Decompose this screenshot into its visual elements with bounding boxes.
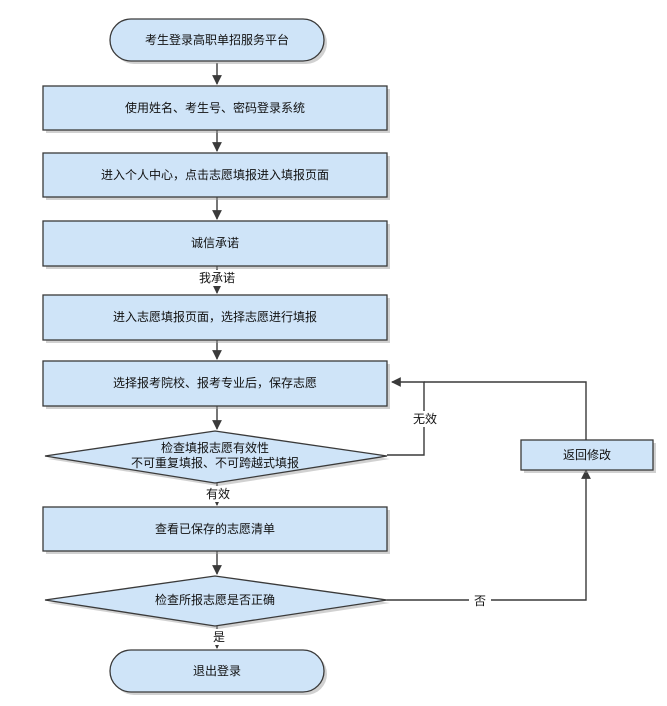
label-invalid: 无效: [413, 411, 437, 426]
node-return-edit: 返回修改: [520, 439, 656, 473]
edge-labels: 我承诺 无效 有效 否 是: [194, 270, 491, 645]
node-integrity: 诚信承诺: [42, 220, 390, 269]
node-view-list: 查看已保存的志愿清单: [42, 506, 390, 554]
node-start: 考生登录高职单招服务平台: [109, 18, 327, 64]
node-check-correct: 检查所报志愿是否正确: [44, 575, 390, 629]
node-personal-center: 进入个人中心，点击志愿填报进入填报页面: [42, 152, 390, 200]
node-check-validity-line2: 不可重复填报、不可跨越式填报: [131, 455, 299, 470]
node-view-list-label: 查看已保存的志愿清单: [155, 521, 275, 536]
connectors: [212, 63, 591, 649]
node-login: 使用姓名、考生号、密码登录系统: [42, 85, 390, 133]
label-yes: 是: [213, 630, 225, 644]
node-start-label: 考生登录高职单招服务平台: [145, 32, 289, 47]
label-promise: 我承诺: [199, 271, 235, 285]
node-enter-fill-label: 进入志愿填报页面，选择志愿进行填报: [113, 309, 317, 324]
node-select-label: 选择报考院校、报考专业后，保存志愿: [113, 375, 317, 390]
node-end: 退出登录: [109, 649, 327, 695]
node-check-validity: 检查填报志愿有效性 不可重复填报、不可跨越式填报: [44, 430, 390, 486]
edge-no-return: [387, 469, 591, 601]
node-enter-fill: 进入志愿填报页面，选择志愿进行填报: [42, 294, 390, 343]
node-select: 选择报考院校、报考专业后，保存志愿: [42, 360, 390, 409]
node-personal-center-label: 进入个人中心，点击志愿填报进入填报页面: [101, 167, 329, 182]
edge-return-select: [424, 381, 587, 440]
node-check-correct-label: 检查所报志愿是否正确: [155, 592, 275, 607]
node-check-validity-line1: 检查填报志愿有效性: [161, 440, 269, 455]
node-login-label: 使用姓名、考生号、密码登录系统: [125, 100, 305, 115]
label-no: 否: [474, 594, 486, 608]
node-integrity-label: 诚信承诺: [191, 236, 239, 250]
label-valid: 有效: [206, 486, 230, 501]
node-end-label: 退出登录: [193, 663, 241, 678]
node-return-edit-label: 返回修改: [563, 447, 611, 462]
